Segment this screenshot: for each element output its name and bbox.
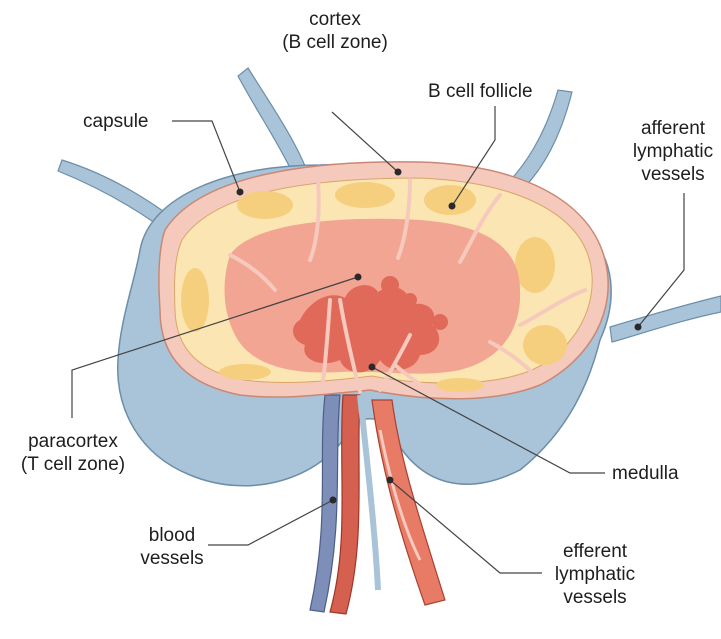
follicle [181, 268, 209, 332]
label-efferent-line2: lymphatic [545, 563, 645, 586]
follicle [219, 364, 271, 380]
label-blood-vessels: blood vessels [140, 524, 204, 570]
follicle [523, 325, 567, 365]
follicle [335, 182, 395, 208]
label-paracortex: paracortex (T cell zone) [8, 430, 138, 476]
leader-afferent [638, 193, 684, 327]
afferent-vessel-right [610, 296, 721, 342]
label-medulla: medulla [612, 462, 679, 485]
label-efferent: efferent lymphatic vessels [545, 540, 645, 609]
label-cortex: cortex (B cell zone) [270, 8, 400, 54]
afferent-vessel-upper-left [238, 68, 305, 172]
leader-blood-vessels [208, 500, 333, 545]
follicle [515, 237, 555, 293]
label-paracortex-line1: paracortex [8, 430, 138, 453]
label-paracortex-line2: (T cell zone) [8, 453, 138, 476]
label-afferent-line1: afferent [625, 117, 721, 140]
label-afferent-line2: lymphatic [625, 140, 721, 163]
follicle [436, 378, 484, 392]
label-cortex-line1: cortex [270, 8, 400, 31]
label-blood-vessels-line2: vessels [140, 547, 204, 570]
follicle [237, 191, 293, 219]
label-capsule: capsule [83, 110, 149, 133]
label-cortex-line2: (B cell zone) [270, 31, 400, 54]
label-efferent-line1: efferent [545, 540, 645, 563]
label-afferent: afferent lymphatic vessels [625, 117, 721, 186]
label-efferent-line3: vessels [545, 586, 645, 609]
label-blood-vessels-line1: blood [140, 524, 204, 547]
label-b-cell-follicle: B cell follicle [428, 80, 533, 103]
follicle [424, 185, 476, 215]
label-afferent-line3: vessels [625, 163, 721, 186]
